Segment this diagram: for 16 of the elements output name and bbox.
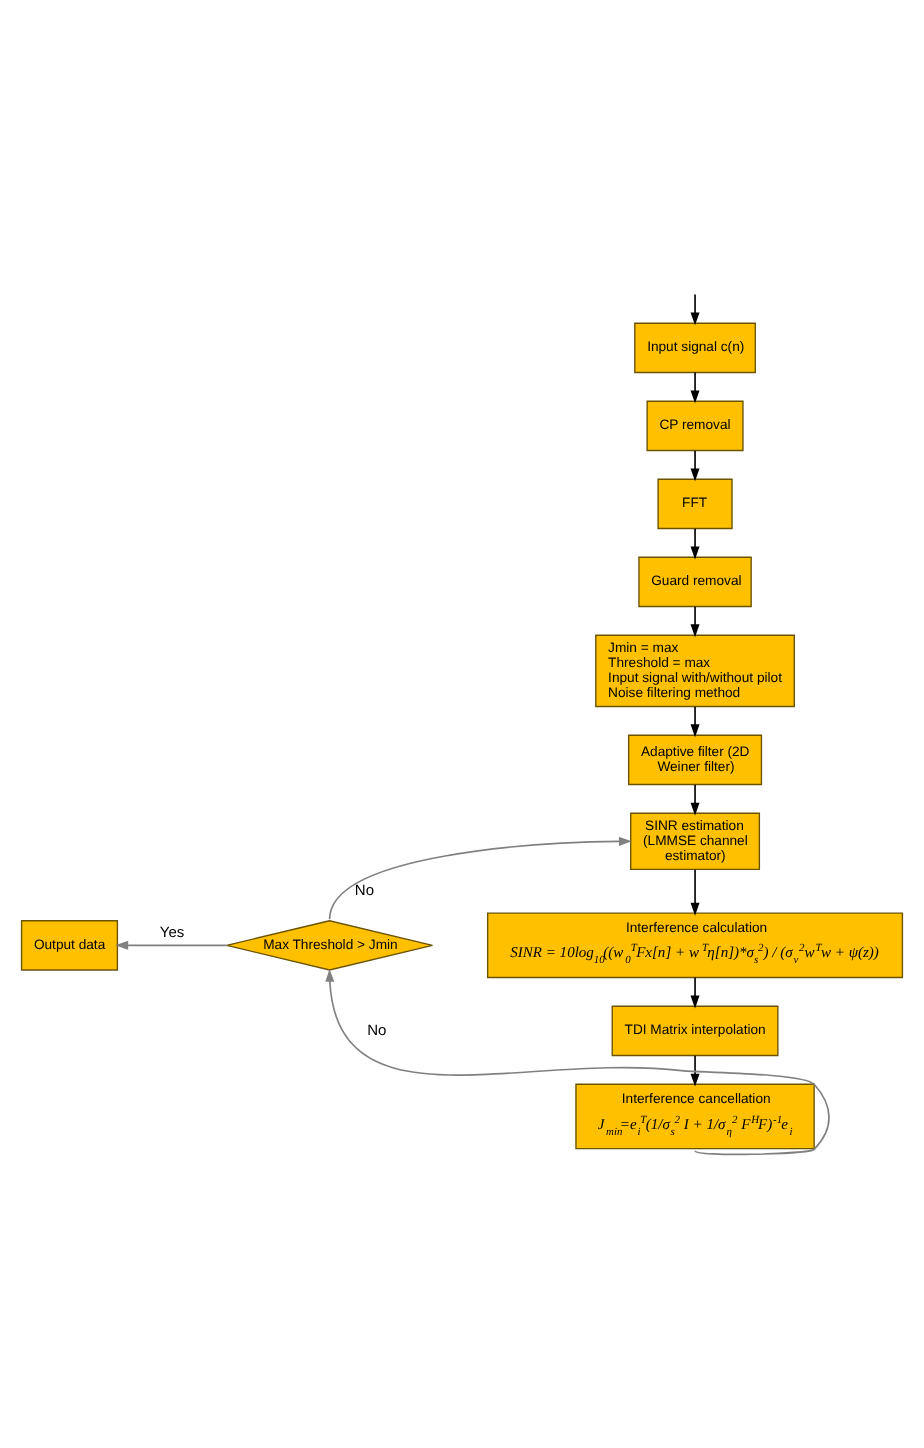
edge-label: No [354, 881, 375, 900]
arrow [328, 836, 632, 921]
arrow [690, 293, 700, 326]
arrow [690, 869, 700, 916]
arrow [690, 449, 700, 482]
arrow [115, 940, 228, 950]
arrow [690, 784, 700, 816]
arrow [690, 606, 700, 638]
edge-label: No [367, 1020, 387, 1039]
arrow [690, 706, 700, 738]
arrow [690, 976, 700, 1009]
arrow [690, 527, 700, 560]
edge-label: Yes [159, 922, 185, 941]
arrow [325, 968, 830, 1156]
arrow [690, 1054, 700, 1087]
arrow [690, 371, 700, 404]
